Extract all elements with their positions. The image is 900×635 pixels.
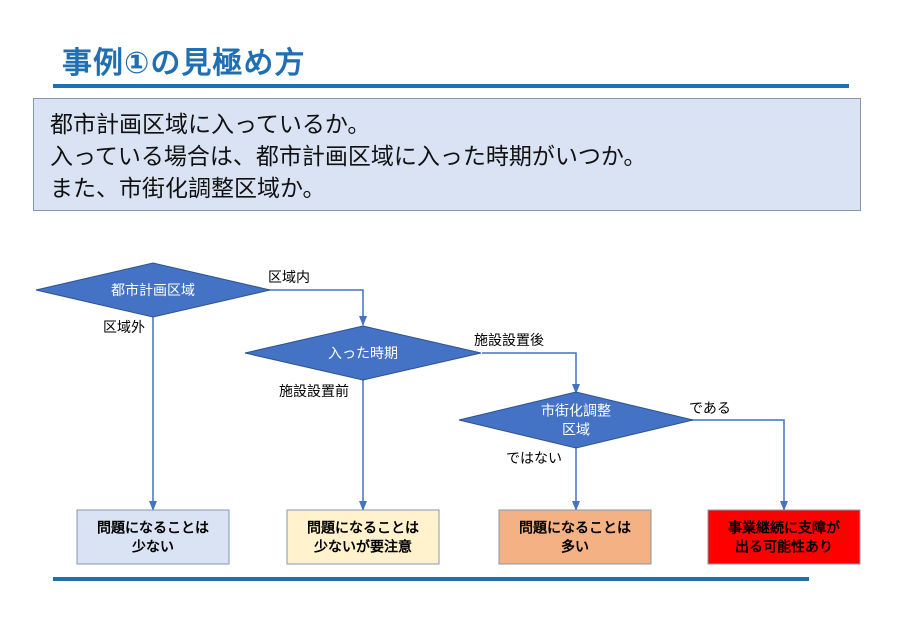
outcome-label: 事業継続に支障が xyxy=(728,520,841,537)
edge-label: ではない xyxy=(506,451,562,467)
outcome-label: 問題になることは xyxy=(519,521,631,537)
decision-label: 都市計画区域 xyxy=(111,282,195,299)
outcome-label: 出る可能性あり xyxy=(735,539,833,556)
outcome-label: 問題になることは xyxy=(307,521,419,537)
outcome-label: 問題になることは xyxy=(97,521,209,537)
question-line: 入っている場合は、都市計画区域に入った時期がいつか。 xyxy=(50,144,647,170)
question-line: また、市街化調整区域か。 xyxy=(50,176,326,202)
outcome-not-problematic xyxy=(76,509,230,565)
question-line: 都市計画区域に入っているか。 xyxy=(50,112,371,138)
decision-label: 市街化調整 xyxy=(541,403,611,420)
footer-rule xyxy=(53,577,809,581)
outcome-label: 少ないが要注意 xyxy=(313,539,412,556)
title-underline xyxy=(53,84,849,88)
edge-label: 施設設置後 xyxy=(474,333,544,349)
outcome-many-problems xyxy=(498,509,652,565)
decision-label: 入った時期 xyxy=(328,346,398,362)
page-title: 事例①の見極め方 xyxy=(62,46,306,81)
outcome-label: 少ない xyxy=(131,539,174,556)
outcome-label: 多い xyxy=(561,539,589,556)
outcome-business-risk xyxy=(707,509,861,565)
edge-label: 施設設置前 xyxy=(279,383,349,400)
question-box: 都市計画区域に入っているか。 入っている場合は、都市計画区域に入った時期がいつか… xyxy=(33,98,861,211)
edge-label: である xyxy=(689,401,731,417)
connector-arrow xyxy=(240,289,367,326)
connector-arrow xyxy=(482,352,580,394)
decision-haitta-jiki xyxy=(244,325,482,381)
outcome-caution xyxy=(286,509,440,565)
decision-label: 区域 xyxy=(562,423,590,439)
edge-label: 区域外 xyxy=(103,320,145,336)
decision-shigaika-chosei-kuiki xyxy=(458,391,694,449)
decision-toshi-keikaku-kuiki xyxy=(35,262,271,318)
connector-arrow xyxy=(689,419,788,511)
edge-label: 区域内 xyxy=(268,270,310,286)
